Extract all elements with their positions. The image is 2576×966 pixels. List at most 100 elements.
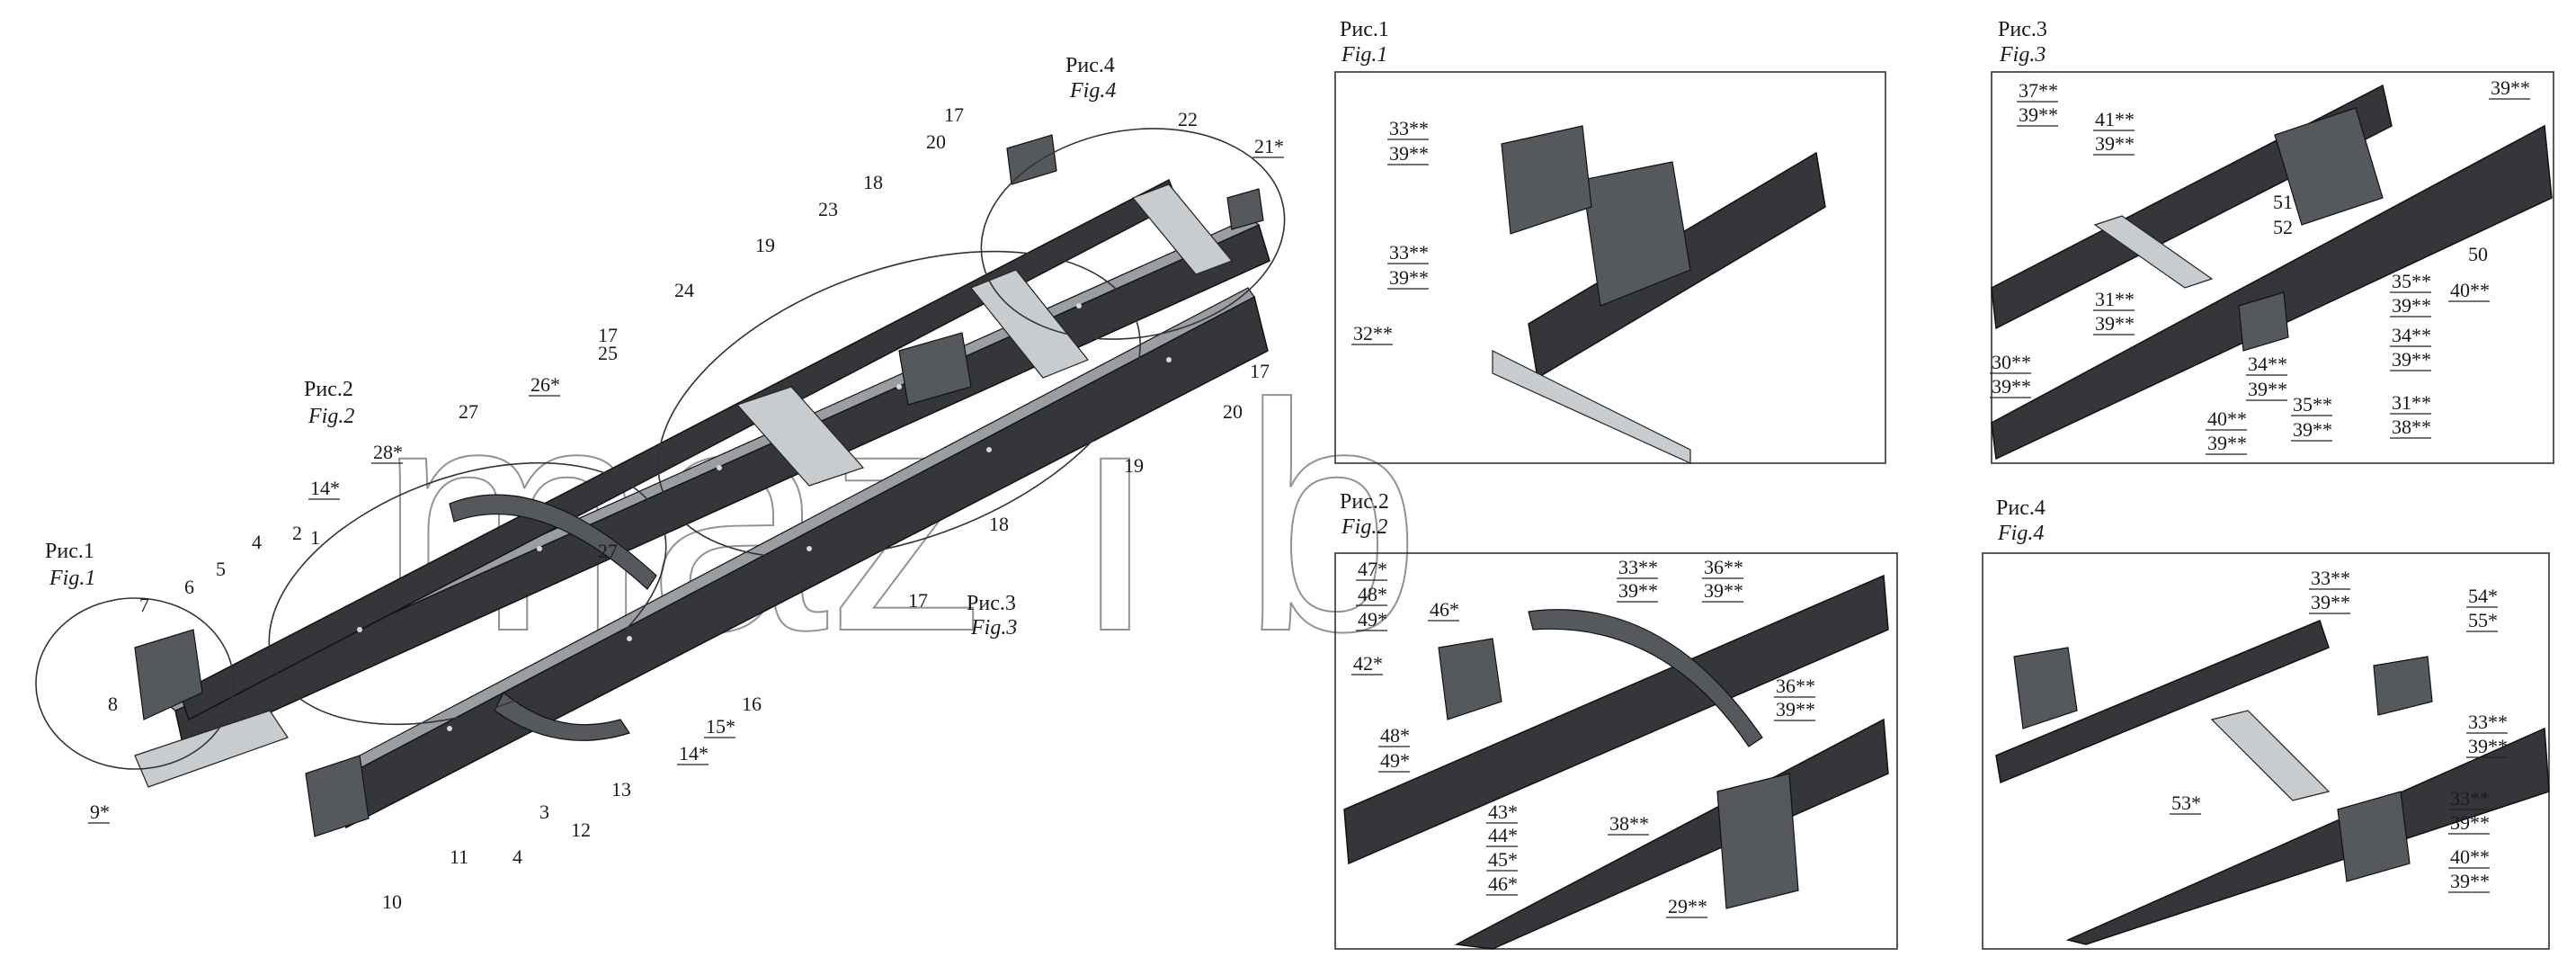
callout-label: 54* (2468, 585, 2498, 607)
callout-label: 39** (2095, 132, 2135, 155)
callout-label: 1 (310, 526, 320, 549)
callout-label: 39** (2207, 432, 2247, 454)
fig2-arc (1528, 609, 1763, 747)
callout-label: 6 (184, 576, 194, 598)
front-bracket (305, 755, 370, 837)
callout-label: 39** (1389, 266, 1429, 289)
callout-label: 29** (1668, 895, 1707, 917)
fig3-plate (2274, 107, 2384, 226)
callout-label: 35** (2392, 270, 2431, 292)
callout-label: 8 (108, 693, 118, 715)
fig2-region-ellipse (268, 461, 667, 726)
callout-label: 38** (1609, 812, 1649, 835)
callout-label: 33** (1618, 556, 1658, 578)
svg-text:Fig.1: Fig.1 (49, 567, 95, 590)
fig1-caption-ru: Рис.1 (1340, 18, 1389, 41)
callout-label: 10 (382, 890, 402, 913)
fig4-caption-ru: Рис.4 (1996, 496, 2046, 520)
callout-label: 26* (530, 373, 560, 396)
fig1-mount (1501, 125, 1592, 235)
spring-arc (449, 494, 657, 590)
callout-label: 30** (1992, 351, 2031, 373)
callout-label: 39** (2450, 811, 2490, 834)
callout-label: 33** (1389, 241, 1429, 264)
callout-label: 49* (1358, 608, 1387, 631)
svg-text:Fig.4: Fig.4 (1069, 79, 1116, 103)
svg-text:Рис.3: Рис.3 (967, 592, 1016, 615)
callout-label: 2 (292, 522, 302, 544)
fig4-plate (2373, 656, 2433, 716)
cross-member (1132, 183, 1233, 275)
callout-label: 31** (2095, 288, 2135, 310)
callout-label: 11 (450, 845, 468, 868)
bumper-beam (134, 710, 289, 788)
fig4-hanger (2337, 791, 2411, 882)
callout-label: 43* (1488, 801, 1518, 823)
fig1-region-ellipse (35, 597, 235, 770)
callout-label: 47* (1358, 558, 1387, 580)
callout-label: 16 (742, 693, 762, 715)
callout-label: 49* (1380, 749, 1410, 772)
callout-label: 27 (459, 400, 478, 423)
fig3-caption-ru: Рис.3 (1998, 18, 2047, 41)
fig2-hanger (1716, 773, 1799, 909)
fig4-rail-rear (2065, 727, 2550, 945)
callout-label: 52 (2273, 216, 2293, 238)
fig3-caption-en: Fig.3 (1999, 43, 2046, 67)
fig2-rail (1343, 574, 1889, 865)
callout-label: 39** (2491, 76, 2530, 99)
fig4-cross (2210, 710, 2331, 801)
svg-text:Fig.3: Fig.3 (970, 616, 1017, 640)
callout-label: 18 (863, 171, 883, 193)
callout-label: 39** (1776, 698, 1815, 720)
callout-label: 39** (2392, 294, 2431, 317)
main-callout-labels: 123456789*1011121314*14*15*1617171717181… (88, 103, 1284, 913)
callout-label: 7 (139, 594, 149, 616)
callout-label: 32** (1353, 322, 1393, 344)
fig3-bracket (2238, 291, 2289, 352)
callout-label: 18 (989, 513, 1009, 535)
callout-label: 39** (1992, 375, 2031, 398)
callout-label: 37** (2019, 79, 2058, 102)
fig3-rail-rear (1991, 124, 2553, 461)
callout-label: 15* (706, 715, 735, 738)
fig2-caption-en: Fig.2 (1341, 515, 1387, 539)
leaf-spring (494, 692, 630, 741)
fig4-panel: Рис.4 Fig.4 33**39**54*55*33**39**53*33*… (1982, 496, 2550, 950)
callout-label: 14* (310, 477, 340, 499)
fig4-frame (1982, 552, 2550, 950)
fig1-panel: Рис.1 Fig.1 33**39**33**39**32** (1334, 18, 1886, 464)
callout-label: 45* (1488, 848, 1518, 871)
callout-label: 39** (2095, 312, 2135, 335)
callout-label: 19 (1124, 454, 1144, 477)
callout-label: 24 (674, 279, 694, 301)
callout-label: 39** (2248, 378, 2287, 400)
fig1-caption-en: Fig.1 (1341, 43, 1387, 67)
callout-label: 17 (908, 589, 928, 612)
fig3-region-ellipse (657, 250, 1141, 559)
callout-label: 39** (1389, 142, 1429, 165)
fig2-panel: Рис.2 Fig.2 47*48*49*46*42*33**39**36**3… (1334, 490, 1898, 950)
fig3-cross (2093, 215, 2214, 289)
fig1-frame (1334, 71, 1886, 464)
callout-label: 39** (1704, 579, 1743, 602)
fig3-frame (1991, 71, 2554, 464)
callout-label: 40** (2450, 279, 2490, 301)
callout-label: 39** (1618, 579, 1658, 602)
fig4-bracket (2013, 647, 2078, 729)
rear-bracket (1006, 134, 1057, 185)
svg-text:Рис.2: Рис.2 (304, 378, 353, 401)
callout-label: 28* (373, 441, 403, 463)
svg-text:Fig.2: Fig.2 (308, 405, 354, 428)
callout-label: 12 (571, 818, 591, 841)
caption-fig4-main: Рис.4 Fig.4 (1065, 54, 1116, 103)
fig2-bracket (1438, 638, 1502, 720)
callout-label: 46* (1488, 872, 1518, 895)
callout-label: 22 (1178, 108, 1198, 130)
callout-label: 48* (1358, 583, 1387, 605)
callout-label: 40** (2450, 845, 2490, 868)
callout-label: 3 (539, 801, 549, 823)
callout-label: 17 (944, 103, 964, 126)
callout-label: 17 (1250, 360, 1270, 382)
